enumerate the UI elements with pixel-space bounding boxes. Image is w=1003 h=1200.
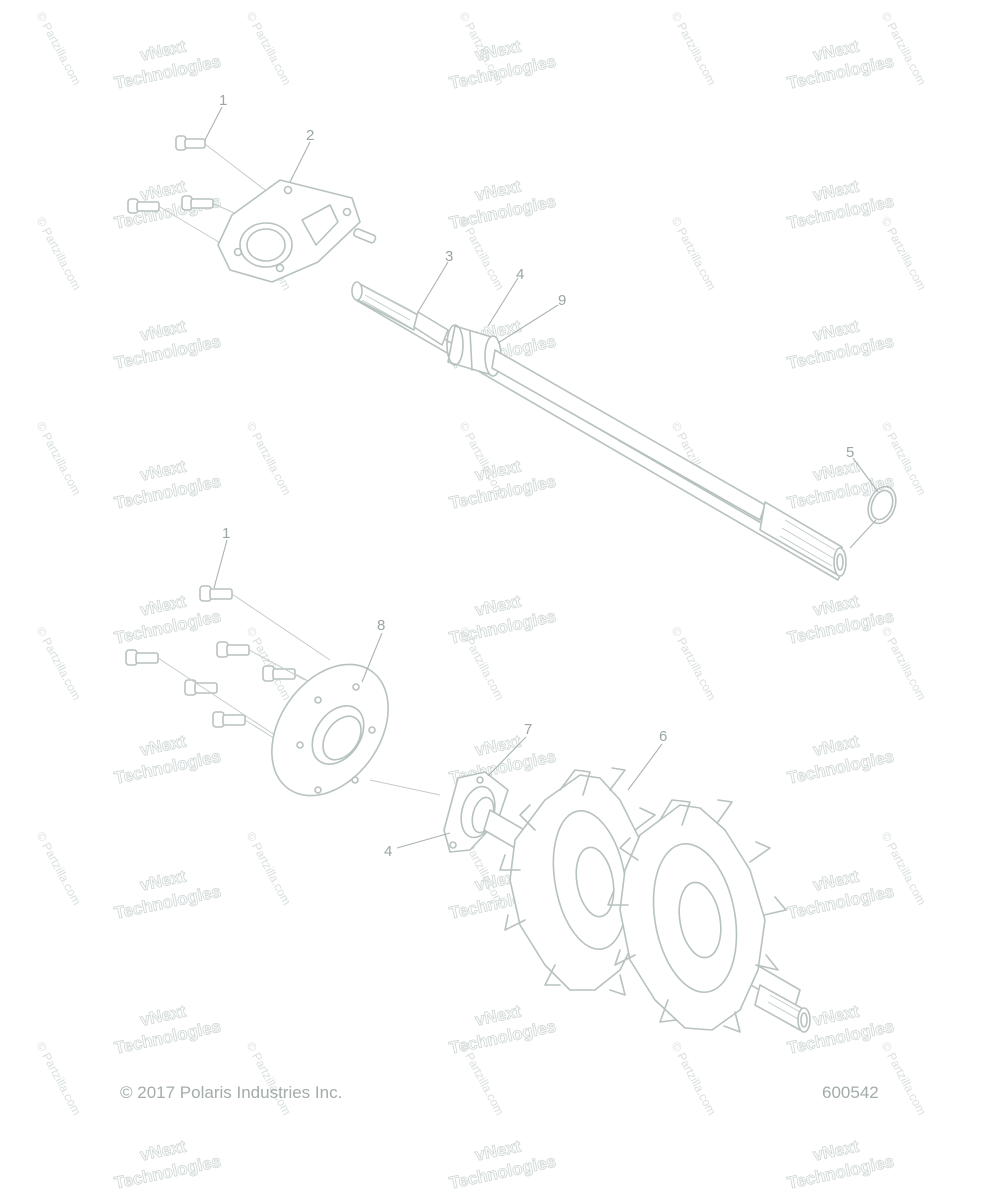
diagram-number: 600542: [822, 1083, 879, 1102]
watermark-site: © Partzilla.com: [244, 625, 294, 703]
leader-2: [289, 141, 311, 183]
bolt-bottom-6: [212, 711, 246, 728]
callout-6: 6: [659, 728, 667, 745]
bolt-top-2: [127, 198, 160, 214]
watermark-site: © Partzilla.com: [244, 10, 294, 88]
watermark-site: © Partzilla.com: [34, 1040, 84, 1118]
bolt-bottom-5: [184, 679, 218, 696]
watermark-site: © Partzilla.com: [34, 420, 84, 498]
bolt-bottom-2: [216, 641, 250, 658]
watermark-site: © Partzilla.com: [244, 420, 294, 498]
watermark-site: © Partzilla.com: [879, 625, 929, 703]
leader-4-bottom: [396, 832, 451, 849]
leader-1-bottom: [213, 539, 228, 589]
callout-8: 8: [377, 617, 385, 634]
drive-sprocket-assembly: [483, 767, 811, 1033]
watermark-site: © Partzilla.com: [669, 215, 719, 293]
watermark-site: © Partzilla.com: [669, 1040, 719, 1118]
watermark-site: © Partzilla.com: [34, 215, 84, 293]
callout-2: 2: [306, 127, 314, 144]
watermark-site: © Partzilla.com: [34, 10, 84, 88]
callout-5: 5: [846, 444, 854, 461]
leader-9: [497, 304, 559, 344]
watermark-site: © Partzilla.com: [244, 830, 294, 908]
watermark-site: © Partzilla.com: [879, 215, 929, 293]
watermark-site: © Partzilla.com: [879, 10, 929, 88]
bolt-bottom-4: [125, 649, 159, 666]
watermark-site: © Partzilla.com: [457, 420, 507, 498]
o-ring: [867, 485, 897, 525]
bolt-top-1: [175, 135, 206, 151]
watermark-site: © Partzilla.com: [34, 830, 84, 908]
drive-shaft-top: [351, 281, 847, 581]
bolt-top-3: [181, 195, 214, 211]
watermark-site: © Partzilla.com: [244, 1040, 294, 1118]
leader-6: [627, 743, 663, 791]
watermark-site: © Partzilla.com: [34, 625, 84, 703]
callout-9: 9: [558, 292, 566, 309]
flange-plate: [271, 663, 389, 797]
callout-7: 7: [524, 721, 532, 738]
callout-4-bottom: 4: [384, 843, 392, 860]
leader-8: [361, 632, 383, 683]
bolt-bottom-3: [262, 665, 296, 682]
leader-1-top: [204, 106, 223, 141]
callout-3: 3: [445, 248, 453, 265]
leader-5: [852, 457, 879, 493]
watermark-site: © Partzilla.com: [669, 625, 719, 703]
leader-7: [487, 736, 527, 777]
callout-1-bottom: 1: [222, 525, 230, 542]
leader-5b: [849, 519, 877, 549]
bolt-bottom-1: [199, 585, 233, 602]
watermark-site: © Partzilla.com: [669, 10, 719, 88]
callout-4-top: 4: [516, 266, 524, 283]
leader-4-top: [487, 277, 519, 327]
watermark-site: © Partzilla.com: [879, 1040, 929, 1118]
copyright-text: © 2017 Polaris Industries Inc.: [120, 1083, 342, 1102]
bearing-flange-top: [217, 179, 377, 283]
callout-1-top: 1: [219, 92, 227, 109]
leader-3: [417, 261, 449, 313]
